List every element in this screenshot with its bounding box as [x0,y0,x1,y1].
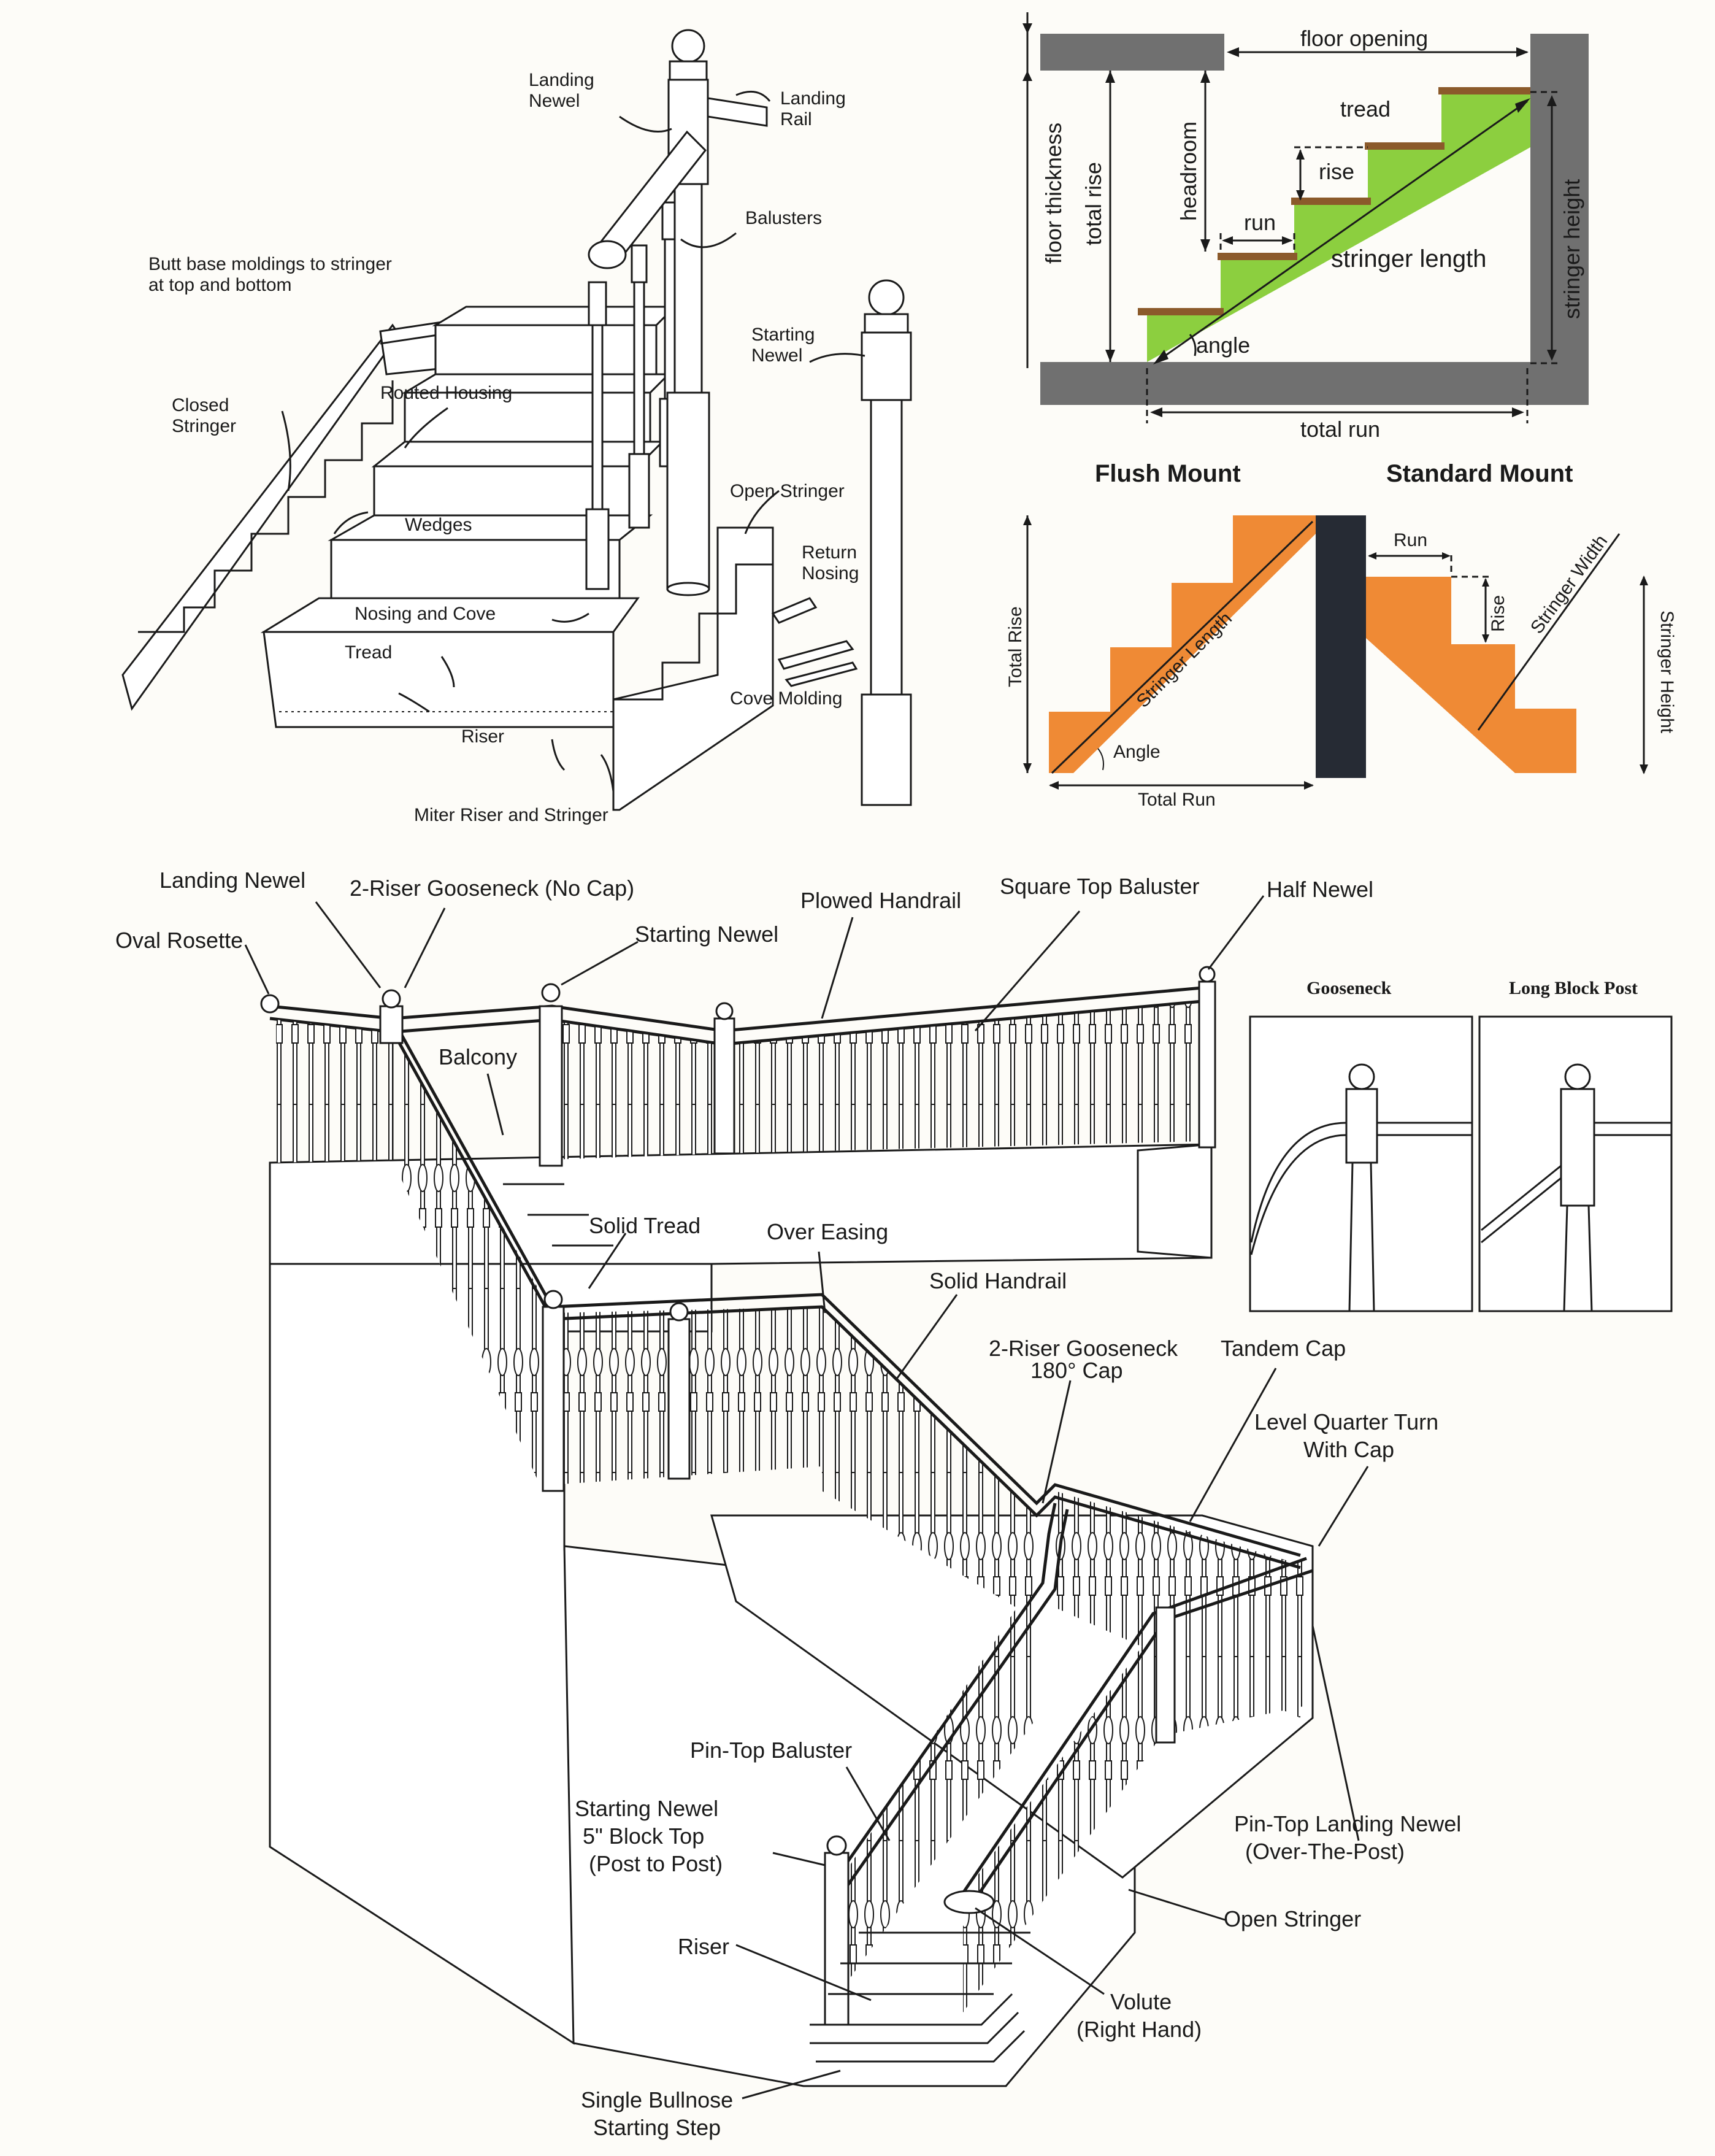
label-flush-mount: Flush Mount [1095,460,1241,487]
open-stringer [612,526,774,811]
lower-steps [503,1183,1030,2063]
newel-posts [260,966,1216,2026]
label-volute: Volute(Right Hand) [1076,1989,1202,2042]
starting-newel [861,279,912,806]
stringer-mount-diagram: Flush Mount Standard Mount Total Rise St… [1006,460,1677,810]
label-landing-newel: Landing Newel [159,868,305,893]
label-tandem-cap: Tandem Cap [1221,1336,1346,1361]
label-mount-total-run: Total Run [1138,790,1216,810]
label-floor-opening: floor opening [1300,26,1428,51]
long-block-post-inset: Long Block Post [1478,978,1673,1312]
label-tread: tread [1340,96,1391,121]
upper-floor-slab [1040,34,1224,71]
label-mount-stringer-width: Stringer Width [1527,531,1611,637]
label-floor-thickness: floor thickness [1041,123,1066,264]
oval-rosette [260,994,280,1014]
svg-text:Gooseneck: Gooseneck [1306,978,1392,998]
label-open-stringer: Open Stringer [730,481,845,501]
handrails [391,1017,1313,1909]
right-wall [1530,34,1589,405]
label-solid-tread: Solid Tread [589,1213,700,1238]
label-nosing-cove: Nosing and Cove [355,604,496,624]
label-routed-housing: Routed Housing [380,383,512,403]
label-cove-molding: Cove Molding [730,688,842,709]
label-over-easing: Over Easing [767,1219,888,1244]
label-pin-top-landing-newel: Pin-Top Landing Newel(Over-The-Post) [1234,1811,1461,1864]
label-balcony: Balcony [439,1044,517,1069]
label-balusters: Balusters [745,208,822,228]
label-mount-stringer-height: Stringer Height [1657,610,1677,734]
mount-post [1316,515,1366,778]
treads [1138,87,1530,315]
label-gooseneck-no-cap: 2-Riser Gooseneck (No Cap) [350,876,634,901]
label-run: run [1244,210,1276,235]
standard-stringer [1366,577,1576,773]
return-nosing [771,597,858,687]
stringer-shape [1147,92,1530,362]
label-total-rise: total rise [1081,162,1106,245]
stringer-length-line [1156,100,1528,363]
landing-rail [707,97,768,127]
label-wedges: Wedges [405,515,472,535]
label-pin-top-baluster: Pin-Top Baluster [690,1738,852,1763]
svg-text:Long Block Post: Long Block Post [1509,978,1638,998]
balusters-area [276,1003,1306,2012]
lower-floor-slab [1040,362,1589,405]
label-mount-total-rise: Total Rise [1006,606,1026,687]
label-riser: Riser [678,1934,729,1959]
label-half-newel: Half Newel [1267,877,1373,902]
label-stringer-length: stringer length [1331,245,1486,272]
label-miter-riser: Miter Riser and Stringer [414,805,608,825]
label-solid-handrail: Solid Handrail [929,1268,1067,1293]
label-mount-run: Run [1394,530,1427,550]
label-plowed-handrail: Plowed Handrail [800,888,961,913]
leader-lines [281,90,865,792]
label-standard-mount: Standard Mount [1386,460,1573,487]
label-angle: angle [1196,333,1250,358]
label-square-top-baluster: Square Top Baluster [1000,874,1200,899]
label-total-run: total run [1300,417,1380,442]
handrail [588,130,707,269]
label-starting-newel-top: Starting Newel [635,922,778,947]
railing-system-diagram: Landing Newel 2-Riser Gooseneck (No Cap)… [115,868,1673,2140]
stair-measurement-diagram: floor opening tread floor thickness tota… [1022,12,1589,442]
label-rise: rise [1319,159,1354,184]
leader-lines [244,895,1369,2100]
label-stringer-height: stringer height [1559,179,1584,319]
label-tread: Tread [345,642,392,663]
label-open-stringer: Open Stringer [1224,1906,1361,1931]
label-mount-angle: Angle [1113,742,1161,762]
label-riser: Riser [461,726,504,747]
label-oval-rosette: Oval Rosette [115,928,243,953]
volute [943,1890,995,1914]
label-headroom: headroom [1176,121,1201,221]
label-mount-rise: Rise [1488,595,1508,632]
flush-stringer [1049,515,1316,773]
gooseneck-inset: Gooseneck [1249,978,1473,1312]
landing-newel [666,29,710,596]
